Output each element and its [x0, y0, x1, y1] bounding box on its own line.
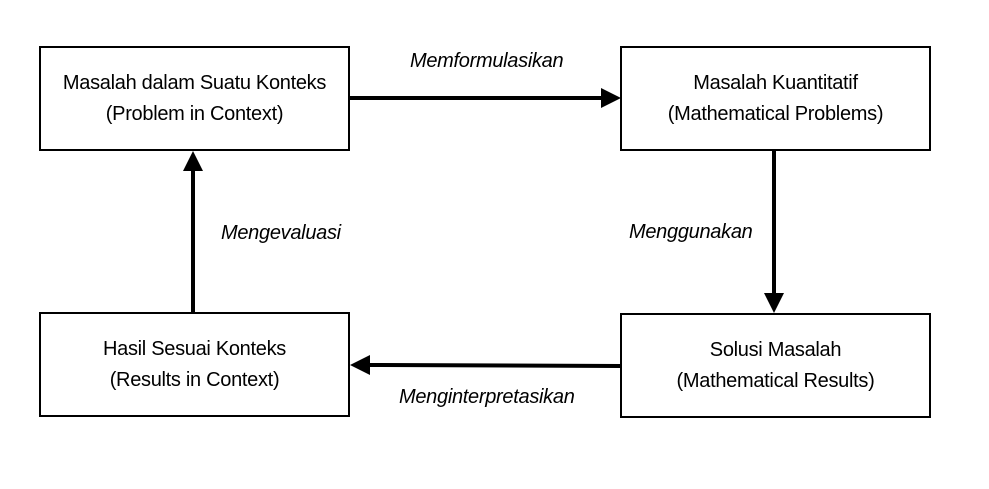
use-label: Menggunakan: [629, 221, 753, 243]
use-arrowhead: [764, 293, 784, 313]
mathematical-results-title: Solusi Masalah: [709, 338, 842, 361]
results-in-context-subtitle: (Results in Context): [109, 368, 280, 391]
mathematical-results-box: Solusi Masalah (Mathematical Results): [620, 313, 931, 418]
problem-in-context-title: Masalah dalam Suatu Konteks: [62, 71, 327, 94]
results-in-context-box: Hasil Sesuai Konteks (Results in Context…: [39, 312, 350, 417]
interpret-label: Menginterpretasikan: [399, 386, 575, 408]
mathematical-results-subtitle: (Mathematical Results): [676, 369, 875, 392]
mathematical-problems-box: Masalah Kuantitatif (Mathematical Proble…: [620, 46, 931, 151]
evaluate-label: Mengevaluasi: [221, 222, 341, 244]
mathematical-problems-subtitle: (Mathematical Problems): [667, 102, 884, 125]
interpret-arrow-line: [366, 363, 621, 368]
problem-in-context-subtitle: (Problem in Context): [105, 102, 284, 125]
formulate-label: Memformulasikan: [410, 50, 564, 72]
mathematical-problems-title: Masalah Kuantitatif: [693, 71, 858, 94]
interpret-arrowhead: [350, 355, 370, 375]
results-in-context-title: Hasil Sesuai Konteks: [103, 337, 286, 360]
evaluate-arrowhead: [183, 151, 203, 171]
formulate-arrowhead: [601, 88, 621, 108]
problem-in-context-box: Masalah dalam Suatu Konteks (Problem in …: [39, 46, 350, 151]
